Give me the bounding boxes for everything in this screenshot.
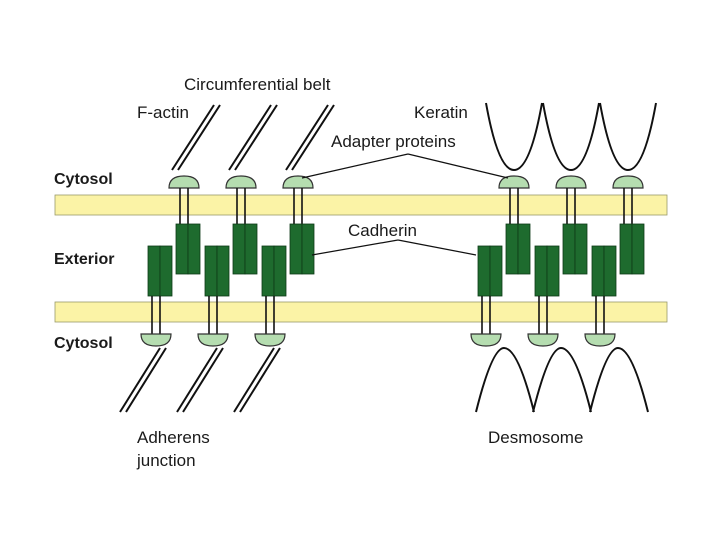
adapter-protein-top-2 (555, 175, 587, 189)
cadherin-block-3-2 (301, 223, 315, 275)
cadherin-block-1-4 (489, 245, 503, 297)
cadherin-block-2-2 (244, 223, 258, 275)
f-actin-filament-top-1b (177, 104, 221, 171)
exterior-label: Exterior (54, 251, 114, 268)
cadherin-block-1-3 (477, 245, 491, 297)
lower-membrane (54, 301, 668, 323)
cytosol-top-label: Cytosol (54, 171, 113, 188)
f-actin-filament-bottom-1 (119, 347, 161, 413)
keratin-filament-top-3 (599, 102, 657, 172)
cadherin-callout-left (311, 239, 399, 256)
keratin-filament-bottom-1 (475, 346, 535, 413)
desmosome-label: Desmosome (488, 428, 583, 447)
cadherin-block-3-2 (631, 223, 645, 275)
upper-membrane (54, 194, 668, 216)
cadherin-block-2-1 (232, 223, 246, 275)
cadherin-block-2-3 (204, 245, 218, 297)
f-actin-filament-top-3 (285, 104, 329, 171)
f-actin-filament-top-1 (171, 104, 215, 171)
keratin-filament-top-2 (542, 102, 600, 172)
cadherin-block-3-1 (289, 223, 303, 275)
cadherin-callout-right (397, 239, 477, 256)
circumferential-belt-label: Circumferential belt (184, 75, 331, 94)
keratin-filament-bottom-3 (589, 346, 649, 413)
cadherin-block-2-3 (534, 245, 548, 297)
adapter-callout-left (301, 153, 409, 179)
cadherin-block-1-1 (505, 223, 519, 275)
cadherin-block-1-4 (159, 245, 173, 297)
adapter-protein-bottom-1 (140, 333, 172, 347)
cadherin-block-3-4 (603, 245, 617, 297)
f-actin-label: F-actin (137, 103, 189, 122)
cadherin-block-3-3 (261, 245, 275, 297)
cadherin-block-1-1 (175, 223, 189, 275)
keratin-filament-top-1 (485, 102, 543, 172)
adapter-protein-bottom-3 (254, 333, 286, 347)
f-actin-filament-bottom-3b (239, 347, 281, 413)
adapter-protein-bottom-2 (197, 333, 229, 347)
junction-structures (119, 102, 657, 413)
cadherin-block-3-3 (591, 245, 605, 297)
adapter-protein-top-3 (282, 175, 314, 189)
cadherin-block-1-2 (187, 223, 201, 275)
cadherin-label: Cadherin (348, 221, 417, 240)
adherens-junction-label-line2: junction (136, 451, 196, 470)
f-actin-filament-bottom-3 (233, 347, 275, 413)
cadherin-block-1-3 (147, 245, 161, 297)
f-actin-filament-bottom-1b (125, 347, 167, 413)
keratin-label: Keratin (414, 103, 468, 122)
adapter-protein-top-2 (225, 175, 257, 189)
f-actin-filament-bottom-2 (176, 347, 218, 413)
cadherin-block-3-4 (273, 245, 287, 297)
adapter-protein-top-1 (498, 175, 530, 189)
f-actin-filament-top-2b (234, 104, 278, 171)
cadherin-block-2-2 (574, 223, 588, 275)
cadherin-block-1-2 (517, 223, 531, 275)
cadherin-block-2-4 (546, 245, 560, 297)
adapter-proteins-label: Adapter proteins (331, 132, 456, 151)
cadherin-block-3-1 (619, 223, 633, 275)
keratin-filament-bottom-2 (532, 346, 592, 413)
adapter-protein-top-1 (168, 175, 200, 189)
cytosol-bottom-label: Cytosol (54, 335, 113, 352)
cadherin-block-2-1 (562, 223, 576, 275)
callout-lines (301, 153, 509, 256)
adapter-callout-right (407, 153, 509, 179)
adapter-protein-top-3 (612, 175, 644, 189)
f-actin-filament-top-2 (228, 104, 272, 171)
f-actin-filament-top-3b (291, 104, 335, 171)
adapter-protein-bottom-2 (527, 333, 559, 347)
adapter-protein-bottom-1 (470, 333, 502, 347)
cadherin-block-2-4 (216, 245, 230, 297)
f-actin-filament-bottom-2b (182, 347, 224, 413)
adherens-junction-label-line1: Adherens (137, 428, 210, 447)
adapter-protein-bottom-3 (584, 333, 616, 347)
